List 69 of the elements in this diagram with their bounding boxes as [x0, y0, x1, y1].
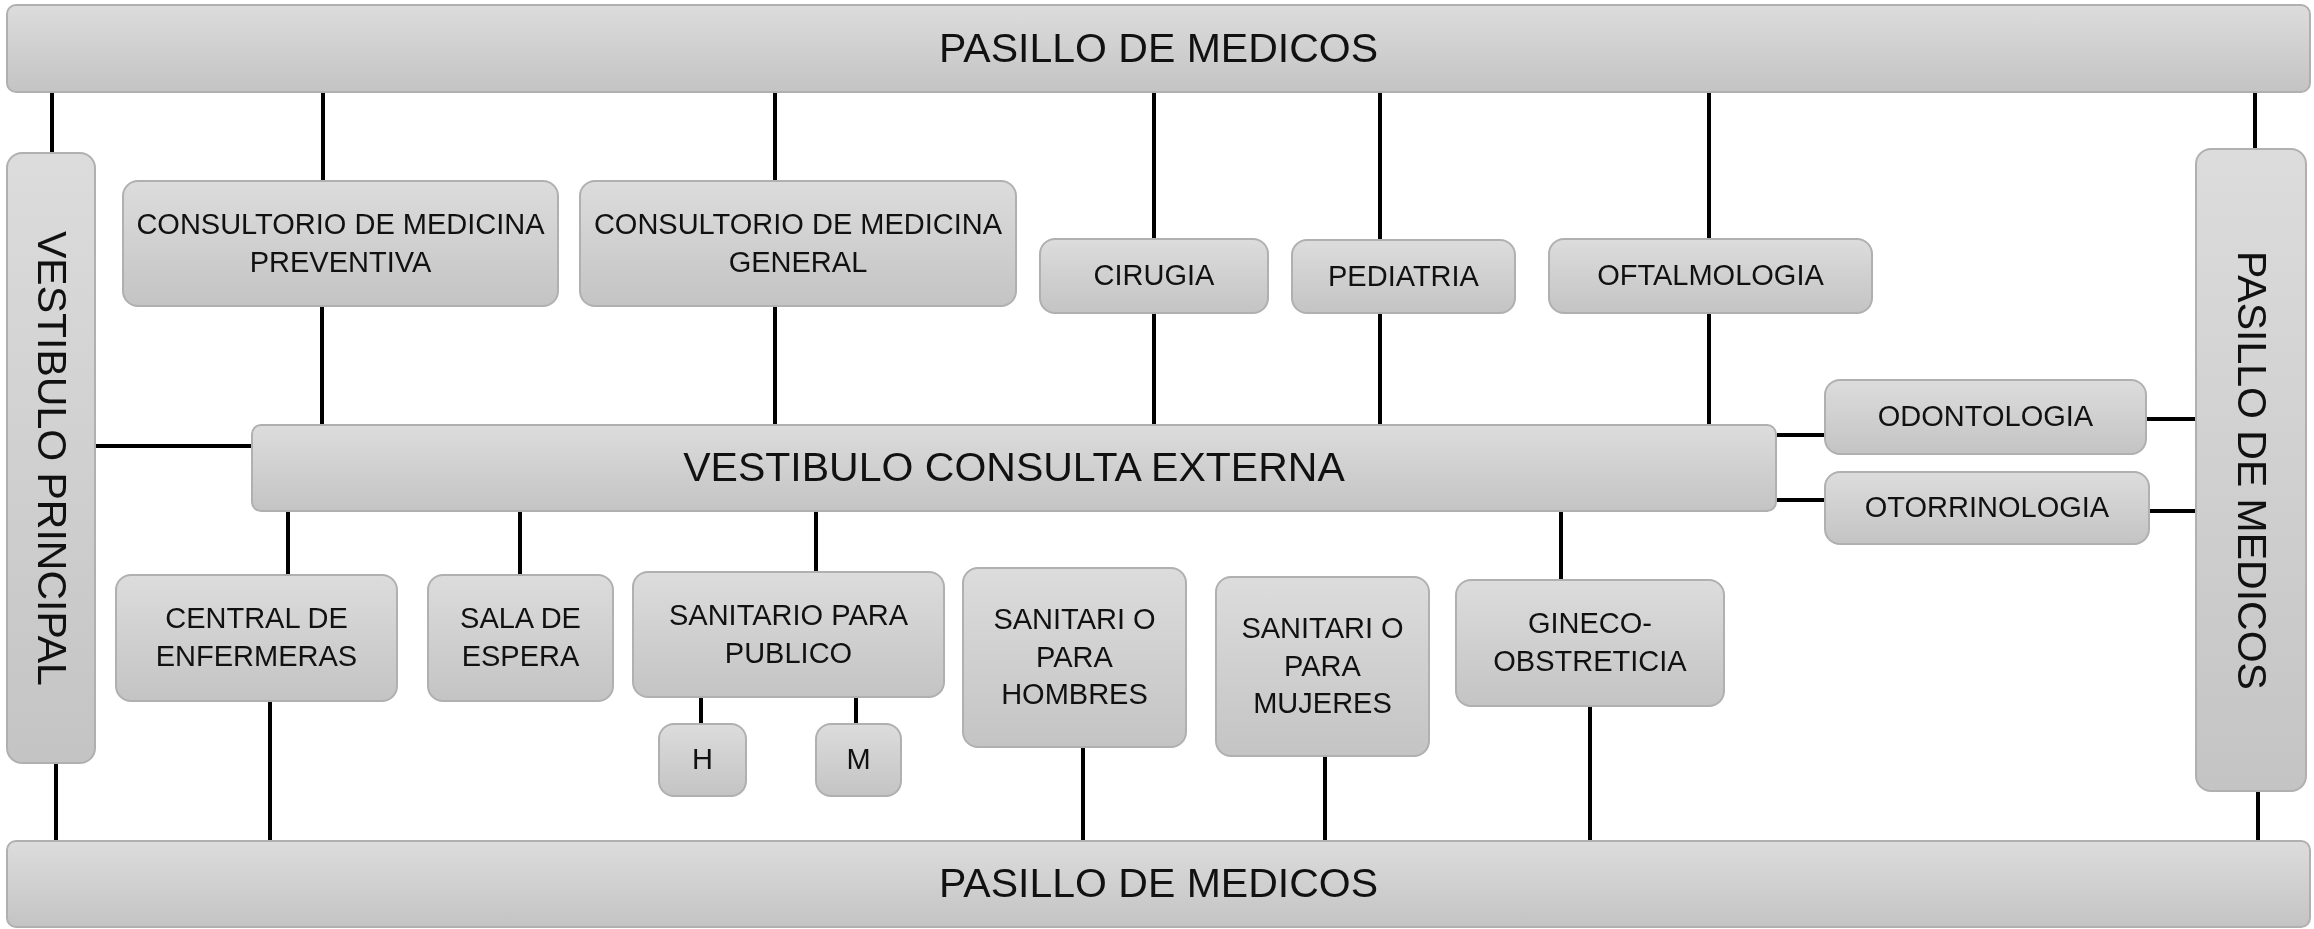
connector-line — [1323, 757, 1327, 840]
connector-line — [1707, 314, 1711, 424]
connector-line — [1378, 93, 1382, 239]
connector-line — [518, 512, 522, 574]
connector-line — [854, 698, 858, 723]
room-label: SANITARIO PARA PUBLICO — [668, 597, 909, 671]
connector-line — [1152, 93, 1156, 238]
room-label: OTORRINOLOGIA — [1864, 490, 2110, 526]
room-box — [962, 567, 1187, 748]
room-box — [579, 180, 1017, 307]
room-box — [1548, 238, 1873, 314]
room-label: PASILLO DE MEDICOS — [2227, 250, 2276, 690]
room-box — [632, 571, 945, 698]
connector-line — [1777, 433, 1824, 437]
connector-line — [1081, 748, 1085, 840]
room-label: H — [692, 742, 713, 778]
room-label: CENTRAL DE ENFERMERAS — [154, 601, 359, 674]
room-label: CONSULTORIO DE MEDICINA GENERAL — [592, 206, 1004, 280]
room-label: OFTALMOLOGIA — [1597, 258, 1824, 294]
connector-line — [773, 307, 777, 424]
room-box — [427, 574, 614, 702]
connector-line — [1378, 314, 1382, 424]
hall-bar — [6, 152, 96, 764]
room-label: CONSULTORIO DE MEDICINA PREVENTIVA — [135, 206, 546, 280]
connector-line — [814, 512, 818, 571]
room-label: PASILLO DE MEDICOS — [939, 859, 1378, 909]
room-box — [1215, 576, 1430, 757]
room-box — [1455, 579, 1725, 707]
room-label: PASILLO DE MEDICOS — [939, 23, 1378, 73]
connector-line — [2256, 792, 2260, 840]
connector-line — [268, 702, 272, 840]
connector-line — [1588, 707, 1592, 840]
connector-line — [286, 512, 290, 574]
connector-line — [2253, 93, 2257, 148]
room-label: M — [846, 742, 871, 778]
connector-line — [1707, 93, 1711, 238]
room-box — [1824, 379, 2147, 455]
connector-line — [96, 444, 251, 448]
connector-line — [1777, 498, 1824, 502]
room-box — [1824, 471, 2150, 545]
room-box — [1291, 239, 1516, 314]
hall-bar — [251, 424, 1777, 512]
room-label: SALA DE ESPERA — [459, 601, 582, 674]
room-label: VESTIBULO PRINCIPAL — [27, 230, 76, 686]
room-label: GINECO-OBSTRETICIA — [1492, 606, 1688, 679]
connector-line — [54, 764, 58, 840]
hall-bar — [2195, 148, 2307, 792]
room-box — [815, 723, 902, 797]
connector-line — [1152, 314, 1156, 424]
room-box — [115, 574, 398, 702]
room-label: VESTIBULO CONSULTA EXTERNA — [683, 443, 1345, 493]
room-label: SANITARI O PARA HOMBRES — [992, 601, 1157, 713]
hall-bar — [6, 4, 2311, 93]
connector-line — [1559, 512, 1563, 579]
hall-bar — [6, 840, 2311, 928]
connector-line — [2147, 417, 2195, 421]
connector-line — [321, 93, 325, 180]
connector-line — [773, 93, 777, 180]
room-box — [122, 180, 559, 307]
connector-line — [699, 698, 703, 723]
room-box — [658, 723, 747, 797]
room-label: PEDIATRIA — [1328, 258, 1479, 294]
connector-line — [2150, 509, 2195, 513]
room-label: SANITARI O PARA MUJERES — [1240, 610, 1405, 722]
connector-line — [50, 93, 54, 152]
connector-line — [320, 307, 324, 424]
room-label: CIRUGIA — [1093, 258, 1215, 294]
room-label: ODONTOLOGIA — [1877, 399, 2094, 435]
room-box — [1039, 238, 1269, 314]
